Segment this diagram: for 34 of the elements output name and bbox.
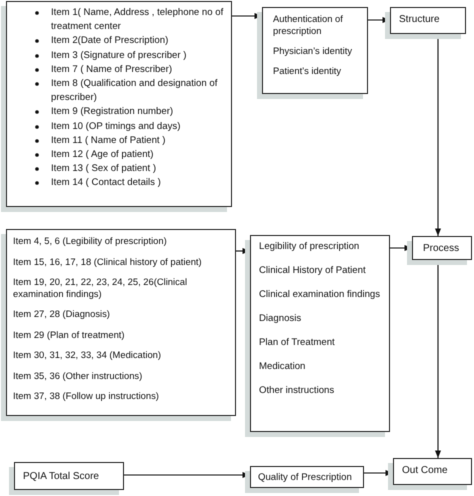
box-text: Structure (399, 14, 440, 25)
box-text: Physician’s identity (273, 45, 352, 56)
bullet-item: Item 3 (Signature of prescriber ) (51, 50, 186, 61)
box-text: Item 15, 16, 17, 18 (Clinical history of patient) (13, 256, 202, 266)
bullet-item: Item 10 (OP timings and days) (51, 120, 180, 132)
box-text: Clinical History of Patient (259, 265, 366, 276)
bullet-item: Item 7 ( Name of Prescriber) (51, 64, 172, 75)
box-text: Legibility of prescription (259, 241, 360, 252)
box-text: Quality of Prescription (258, 472, 352, 483)
bullet-item: Item 8 (Qualification and designation of prescriber) (51, 78, 218, 104)
box-text: Out Come (402, 465, 448, 476)
box-text: Item 19, 20, 21, 22, 23, 24, 25, 26(Clinical examination findings) (13, 276, 188, 298)
box-text: Item 37, 38 (Follow up instructions) (13, 390, 159, 401)
bullet-item: Item 2(Date of Prescription) (51, 35, 168, 46)
bullet-item: Item 11 ( Name of Patient ) (51, 134, 166, 146)
box-text: Item 29 (Plan of treatment) (13, 328, 125, 340)
box-text: Patient’s identity (273, 65, 342, 76)
bullet-item: Item 14 ( Contact details ) (51, 177, 161, 188)
box-text: Process (423, 243, 460, 254)
bullet-item: Item 1( Name, Address , telephone no of treatment center (51, 7, 224, 32)
bullet-item: Item 9 (Registration number) (51, 106, 174, 118)
box-text: Diagnosis (259, 313, 302, 324)
box-text: Clinical examination findings (259, 289, 380, 300)
box-text: PQIA Total Score (23, 471, 99, 482)
box-text: Other instructions (259, 385, 334, 396)
box-text: Item 35, 36 (Other instructions) (13, 370, 142, 380)
bullet-item: Item 13 ( Sex of patient ) (51, 163, 156, 174)
box-text: Item 27, 28 (Diagnosis) (13, 308, 110, 319)
box-text: Authentication of prescription (273, 13, 343, 36)
box-text: Medication (259, 361, 306, 372)
bullet-item: Item 12 ( Age of patient) (51, 149, 154, 160)
box-text: Item 30, 31, 32, 33, 34 (Medication) (13, 349, 161, 360)
box-text: Item 4, 5, 6 (Legibility of prescription) (13, 235, 167, 246)
box-text: Plan of Treatment (259, 337, 335, 348)
